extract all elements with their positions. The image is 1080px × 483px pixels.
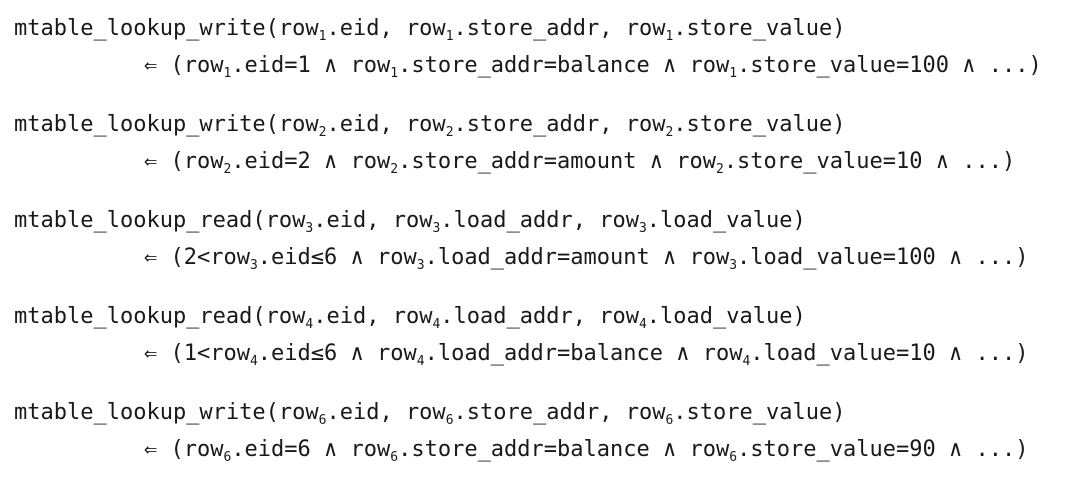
constraint-block-row1: mtable_lookup_write(row1.eid, row1.store… [14,10,1080,84]
row-index-subscript: 3 [638,221,647,236]
row-index-subscript: 1 [318,29,327,44]
constraint-body-line: ⇐ (2<row3.eid≤6 ∧ row3.load_addr=amount … [144,245,1029,273]
constraint-body-line: ⇐ (row6.eid=6 ∧ row6.store_addr=balance … [144,437,1029,465]
row-index-subscript: 4 [305,317,314,332]
row-index-subscript: 6 [223,450,232,465]
row-index-subscript: 4 [742,354,751,369]
row-index-subscript: 1 [445,29,454,44]
row-index-subscript: 1 [223,66,232,81]
row-index-subscript: 2 [445,125,454,140]
row-index-subscript: 1 [729,66,738,81]
row-index-subscript: 3 [305,221,314,236]
constraint-head-line: mtable_lookup_write(row6.eid, row6.store… [14,400,846,428]
row-index-subscript: 2 [665,125,674,140]
row-index-subscript: 4 [432,317,441,332]
row-index-subscript: 4 [416,354,425,369]
constraint-block-row3: mtable_lookup_read(row3.eid, row3.load_a… [14,202,1080,276]
constraint-body-line: ⇐ (row1.eid=1 ∧ row1.store_addr=balance … [144,53,1042,81]
constraint-head-line: mtable_lookup_write(row1.eid, row1.store… [14,16,846,44]
row-index-subscript: 2 [390,162,399,177]
constraint-head-line: mtable_lookup_read(row4.eid, row4.load_a… [14,304,806,332]
row-index-subscript: 4 [638,317,647,332]
constraint-block-row6: mtable_lookup_write(row6.eid, row6.store… [14,394,1080,468]
row-index-subscript: 6 [390,450,399,465]
row-index-subscript: 1 [390,66,399,81]
row-index-subscript: 3 [432,221,441,236]
constraint-block-row4: mtable_lookup_read(row4.eid, row4.load_a… [14,298,1080,372]
row-index-subscript: 6 [665,413,674,428]
row-index-subscript: 1 [665,29,674,44]
row-index-subscript: 2 [223,162,232,177]
constraint-head-line: mtable_lookup_read(row3.eid, row3.load_a… [14,208,806,236]
constraint-body-line: ⇐ (1<row4.eid≤6 ∧ row4.load_addr=balance… [144,341,1029,369]
constraint-body-line: ⇐ (row2.eid=2 ∧ row2.store_addr=amount ∧… [144,149,1016,177]
row-index-subscript: 6 [445,413,454,428]
constraint-block-row2: mtable_lookup_write(row2.eid, row2.store… [14,106,1080,180]
row-index-subscript: 3 [249,258,258,273]
row-index-subscript: 3 [416,258,425,273]
row-index-subscript: 3 [729,258,738,273]
row-index-subscript: 2 [715,162,724,177]
constraint-head-line: mtable_lookup_write(row2.eid, row2.store… [14,112,846,140]
row-index-subscript: 6 [318,413,327,428]
row-index-subscript: 6 [729,450,738,465]
row-index-subscript: 4 [249,354,258,369]
row-index-subscript: 2 [318,125,327,140]
